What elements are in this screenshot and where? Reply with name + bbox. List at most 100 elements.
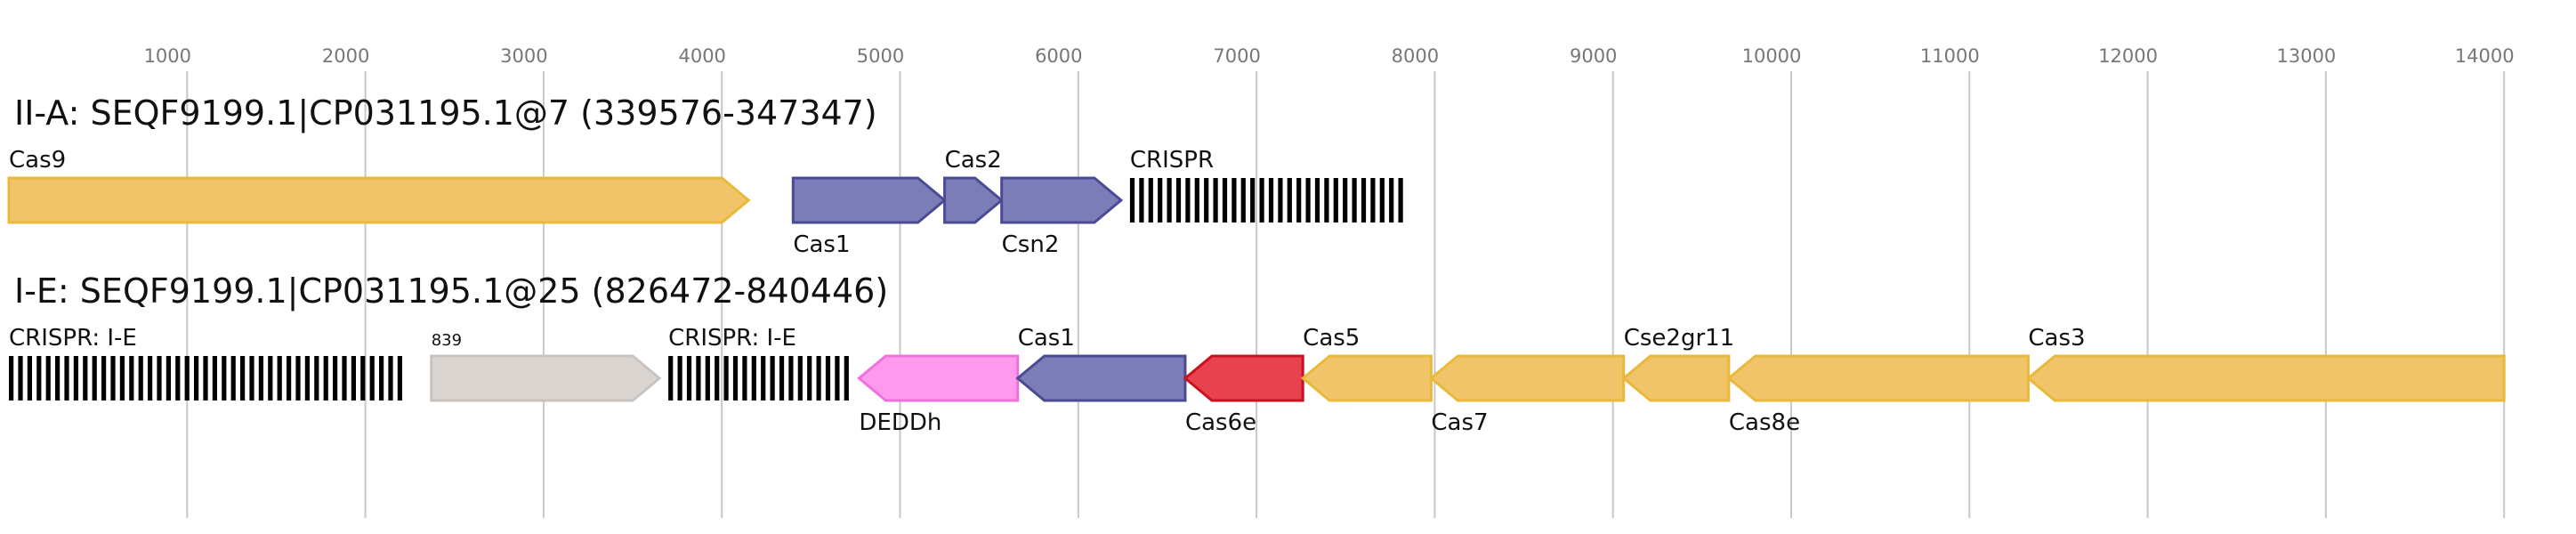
crispr-array [9, 356, 402, 400]
crispr-repeat [797, 356, 803, 400]
crispr-repeat [1250, 178, 1256, 222]
crispr-repeat [249, 356, 254, 400]
feature-label: DEDDh [859, 409, 941, 436]
tick-label: 9000 [1570, 45, 1617, 67]
gene-arrow [2026, 354, 2506, 402]
crispr-repeat [194, 356, 199, 400]
track: II-A: SEQF9199.1|CP031195.1@7 (339576-34… [7, 93, 1403, 258]
crispr-repeat [788, 356, 794, 400]
crispr-repeat [807, 356, 812, 400]
track-title: II-A: SEQF9199.1|CP031195.1@7 (339576-34… [14, 93, 877, 134]
crispr-repeat [36, 356, 42, 400]
crispr-repeat [184, 356, 190, 400]
crispr-repeat [397, 356, 402, 400]
crispr-repeat [360, 356, 366, 400]
tick-label: 1000 [144, 45, 191, 67]
crispr-repeat [770, 356, 775, 400]
crispr-repeat [816, 356, 821, 400]
crispr-repeat [73, 356, 78, 400]
feature-label: Cas9 [9, 147, 66, 174]
crispr-repeat [1175, 178, 1182, 222]
tick-label: 8000 [1392, 45, 1439, 67]
track-title: I-E: SEQF9199.1|CP031195.1@25 (826472-84… [14, 271, 888, 312]
crispr-repeat [333, 356, 338, 400]
crispr-repeat [1278, 178, 1283, 222]
gene-arrow [1429, 354, 1626, 402]
gene-arrow [1726, 354, 2030, 402]
crispr-repeat [668, 356, 674, 400]
feature-label: Cse2gr11 [1624, 325, 1735, 352]
crispr-repeat [1259, 178, 1264, 222]
tick-label: 7000 [1213, 45, 1260, 67]
crispr-repeat [1333, 178, 1338, 222]
crispr-repeat [751, 356, 756, 400]
crispr-repeat [222, 356, 227, 400]
crispr-repeat [1324, 178, 1329, 222]
crispr-repeat [203, 356, 208, 400]
gene-arrow [7, 176, 751, 224]
feature-label: Cas7 [1431, 409, 1488, 436]
crispr-repeat [55, 356, 61, 400]
crispr-repeat [1314, 178, 1320, 222]
crispr-repeat [45, 356, 51, 400]
feature-label: 839 [432, 331, 462, 350]
crispr-repeat [27, 356, 32, 400]
crispr-repeat [696, 356, 701, 400]
crispr-repeat [761, 356, 766, 400]
feature-label: Cas3 [2028, 325, 2085, 352]
locus-tracks: II-A: SEQF9199.1|CP031195.1@7 (339576-34… [7, 93, 2506, 436]
crispr-repeat [64, 356, 69, 400]
crispr-repeat [212, 356, 217, 400]
crispr-repeat [230, 356, 236, 400]
feature-label: CRISPR: I-E [668, 325, 796, 352]
crispr-repeat [388, 356, 393, 400]
feature-label: Cas5 [1303, 325, 1360, 352]
feature-label: Cas1 [793, 231, 850, 258]
crispr-repeat [92, 356, 97, 400]
crispr-repeat [1222, 178, 1228, 222]
crispr-repeat [101, 356, 107, 400]
crispr-repeat [351, 356, 356, 400]
crispr-repeat [138, 356, 143, 400]
crispr-repeat [83, 356, 88, 400]
crispr-repeat [268, 356, 273, 400]
tick-label: 11000 [1920, 45, 1980, 67]
crispr-repeat [1240, 178, 1246, 222]
tick-label: 12000 [2098, 45, 2158, 67]
crispr-repeat [1361, 178, 1367, 222]
crispr-repeat [258, 356, 263, 400]
tick-label: 14000 [2455, 45, 2515, 67]
tick-label: 3000 [500, 45, 547, 67]
crispr-repeat [715, 356, 720, 400]
gene-arrow [1621, 354, 1731, 402]
crispr-repeat [119, 356, 125, 400]
crispr-repeat [1343, 178, 1348, 222]
crispr-repeat [129, 356, 134, 400]
crispr-repeat [1389, 178, 1394, 222]
crispr-repeat [369, 356, 375, 400]
crispr-repeat [1204, 178, 1209, 222]
tick-label: 2000 [322, 45, 369, 67]
crispr-repeat [1129, 178, 1135, 222]
gene-arrow [791, 176, 947, 224]
crispr-repeat [1231, 178, 1237, 222]
crispr-repeat [844, 356, 849, 400]
tick-label: 4000 [678, 45, 725, 67]
crispr-repeat [166, 356, 171, 400]
crispr-repeat [1379, 178, 1385, 222]
crispr-repeat [323, 356, 328, 400]
gene-arrow [1183, 354, 1304, 402]
crispr-repeat [9, 356, 14, 400]
crispr-repeat [779, 356, 785, 400]
crispr-repeat [1398, 178, 1403, 222]
feature-label: Cas2 [945, 147, 1002, 174]
crispr-repeat [1305, 178, 1311, 222]
crispr-repeat [240, 356, 246, 400]
tick-label: 6000 [1035, 45, 1082, 67]
gene-arrow [1300, 354, 1433, 402]
gene-arrow [430, 354, 662, 402]
crispr-repeat [277, 356, 282, 400]
gene-arrow [1015, 354, 1187, 402]
crispr-repeat [1139, 178, 1144, 222]
